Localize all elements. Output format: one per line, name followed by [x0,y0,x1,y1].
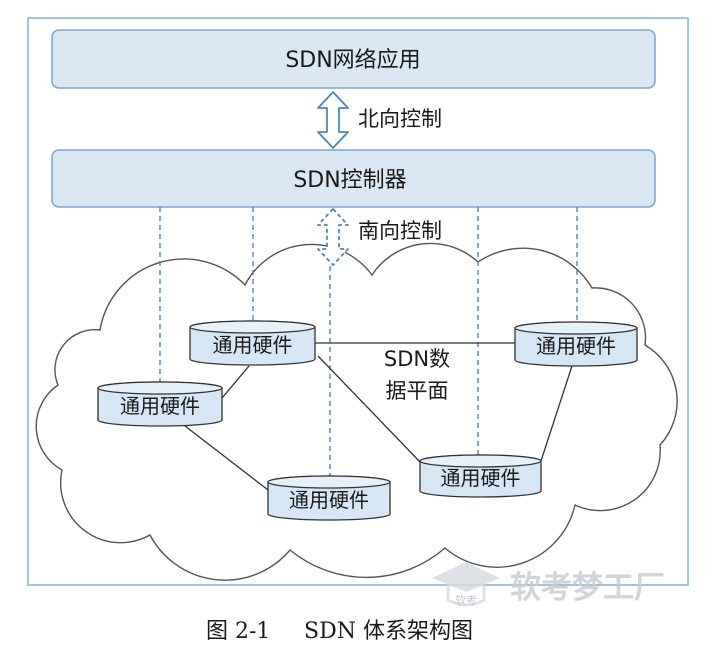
cylinder-top [514,321,638,335]
watermark-brand: 软考梦工厂 [510,570,665,606]
link-line [221,365,250,399]
hardware-node-label: 通用硬件 [213,333,293,357]
controller-label: SDN控制器 [293,168,406,193]
application-layer-box: SDN网络应用 [51,29,656,89]
hardware-node: 通用硬件 [267,475,391,521]
hardware-node: 通用硬件 [419,454,542,498]
hardware-node-label: 通用硬件 [289,488,369,512]
southbound-double-arrow [317,208,349,266]
cylinder-top [419,454,542,468]
cylinder-top [267,475,391,489]
northbound-double-arrow [317,91,349,149]
link-line [317,355,422,464]
data-plane-label-line1: SDN数 [384,347,450,371]
graduation-cap-band-icon [446,585,486,607]
cylinder-top [97,381,223,395]
cylinder-top [189,320,316,334]
link-line [184,425,269,491]
figure-title: SDN 体系架构图 [304,619,473,644]
figure-number: 图 2-1 [206,619,270,644]
control-links [159,207,578,476]
data-plane-label-line2: 据平面 [386,379,449,403]
controller-box: SDN控制器 [51,149,656,208]
figure-frame [27,17,689,586]
southbound-label: 南向控制 [358,219,442,243]
hardware-node-label: 通用硬件 [441,466,521,490]
watermark-logo-text: 软考 [455,593,477,607]
link-line [539,365,573,465]
hardware-node-label: 通用硬件 [536,334,616,358]
hardware-node: 通用硬件 [97,381,223,427]
graduation-cap-icon [432,562,500,592]
hardware-node-label: 通用硬件 [120,394,200,418]
controller-rect [51,149,656,208]
application-layer-label: SDN网络应用 [285,48,420,73]
northbound-label: 北向控制 [358,107,442,131]
watermark: 软考 软考梦工厂 [432,562,665,607]
hardware-node: 通用硬件 [189,320,316,366]
hardware-node: 通用硬件 [514,321,638,367]
application-layer-rect [51,29,656,89]
data-links [184,342,573,491]
